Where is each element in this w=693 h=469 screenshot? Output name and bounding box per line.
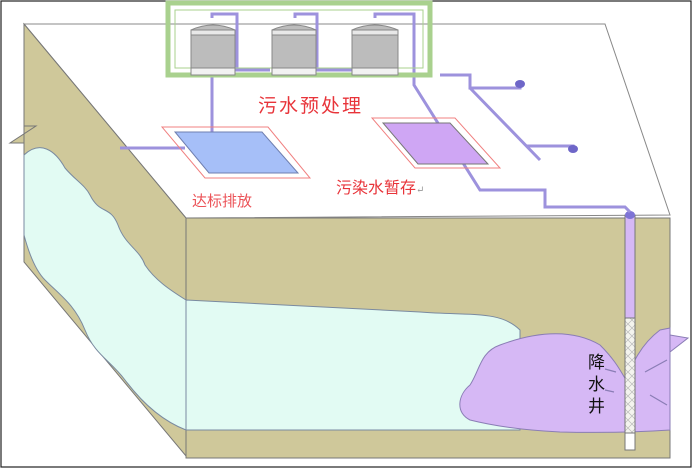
- discharge-label: 达标排放: [192, 192, 253, 210]
- dewatering-well-label: 降水井: [588, 353, 605, 417]
- tank: [271, 24, 317, 76]
- well-screen: [624, 317, 636, 434]
- aquifer-left: [23, 147, 187, 431]
- storage-label: 污染水暂存↵: [336, 174, 424, 198]
- contaminated-water-storage-pond: [370, 117, 502, 169]
- treatment-tanks: [190, 24, 399, 76]
- tank: [351, 24, 399, 76]
- sprinkler-icon: [515, 80, 525, 88]
- break-mark-left: [8, 125, 38, 144]
- flow-arrows: [604, 359, 668, 406]
- pretreatment-label: 污水预处理: [258, 95, 364, 117]
- left-cross-section: [8, 22, 187, 458]
- storage-label-text: 污染水暂存: [336, 178, 417, 197]
- break-mark-right: [669, 334, 690, 354]
- paragraph-mark: ↵: [416, 185, 425, 196]
- tank: [190, 24, 236, 76]
- well-cap: [625, 211, 635, 219]
- front-cross-section: [185, 217, 690, 459]
- sprinkler-icon: [568, 145, 578, 153]
- discharge-pond: [160, 126, 312, 179]
- dewatering-well: [624, 211, 636, 451]
